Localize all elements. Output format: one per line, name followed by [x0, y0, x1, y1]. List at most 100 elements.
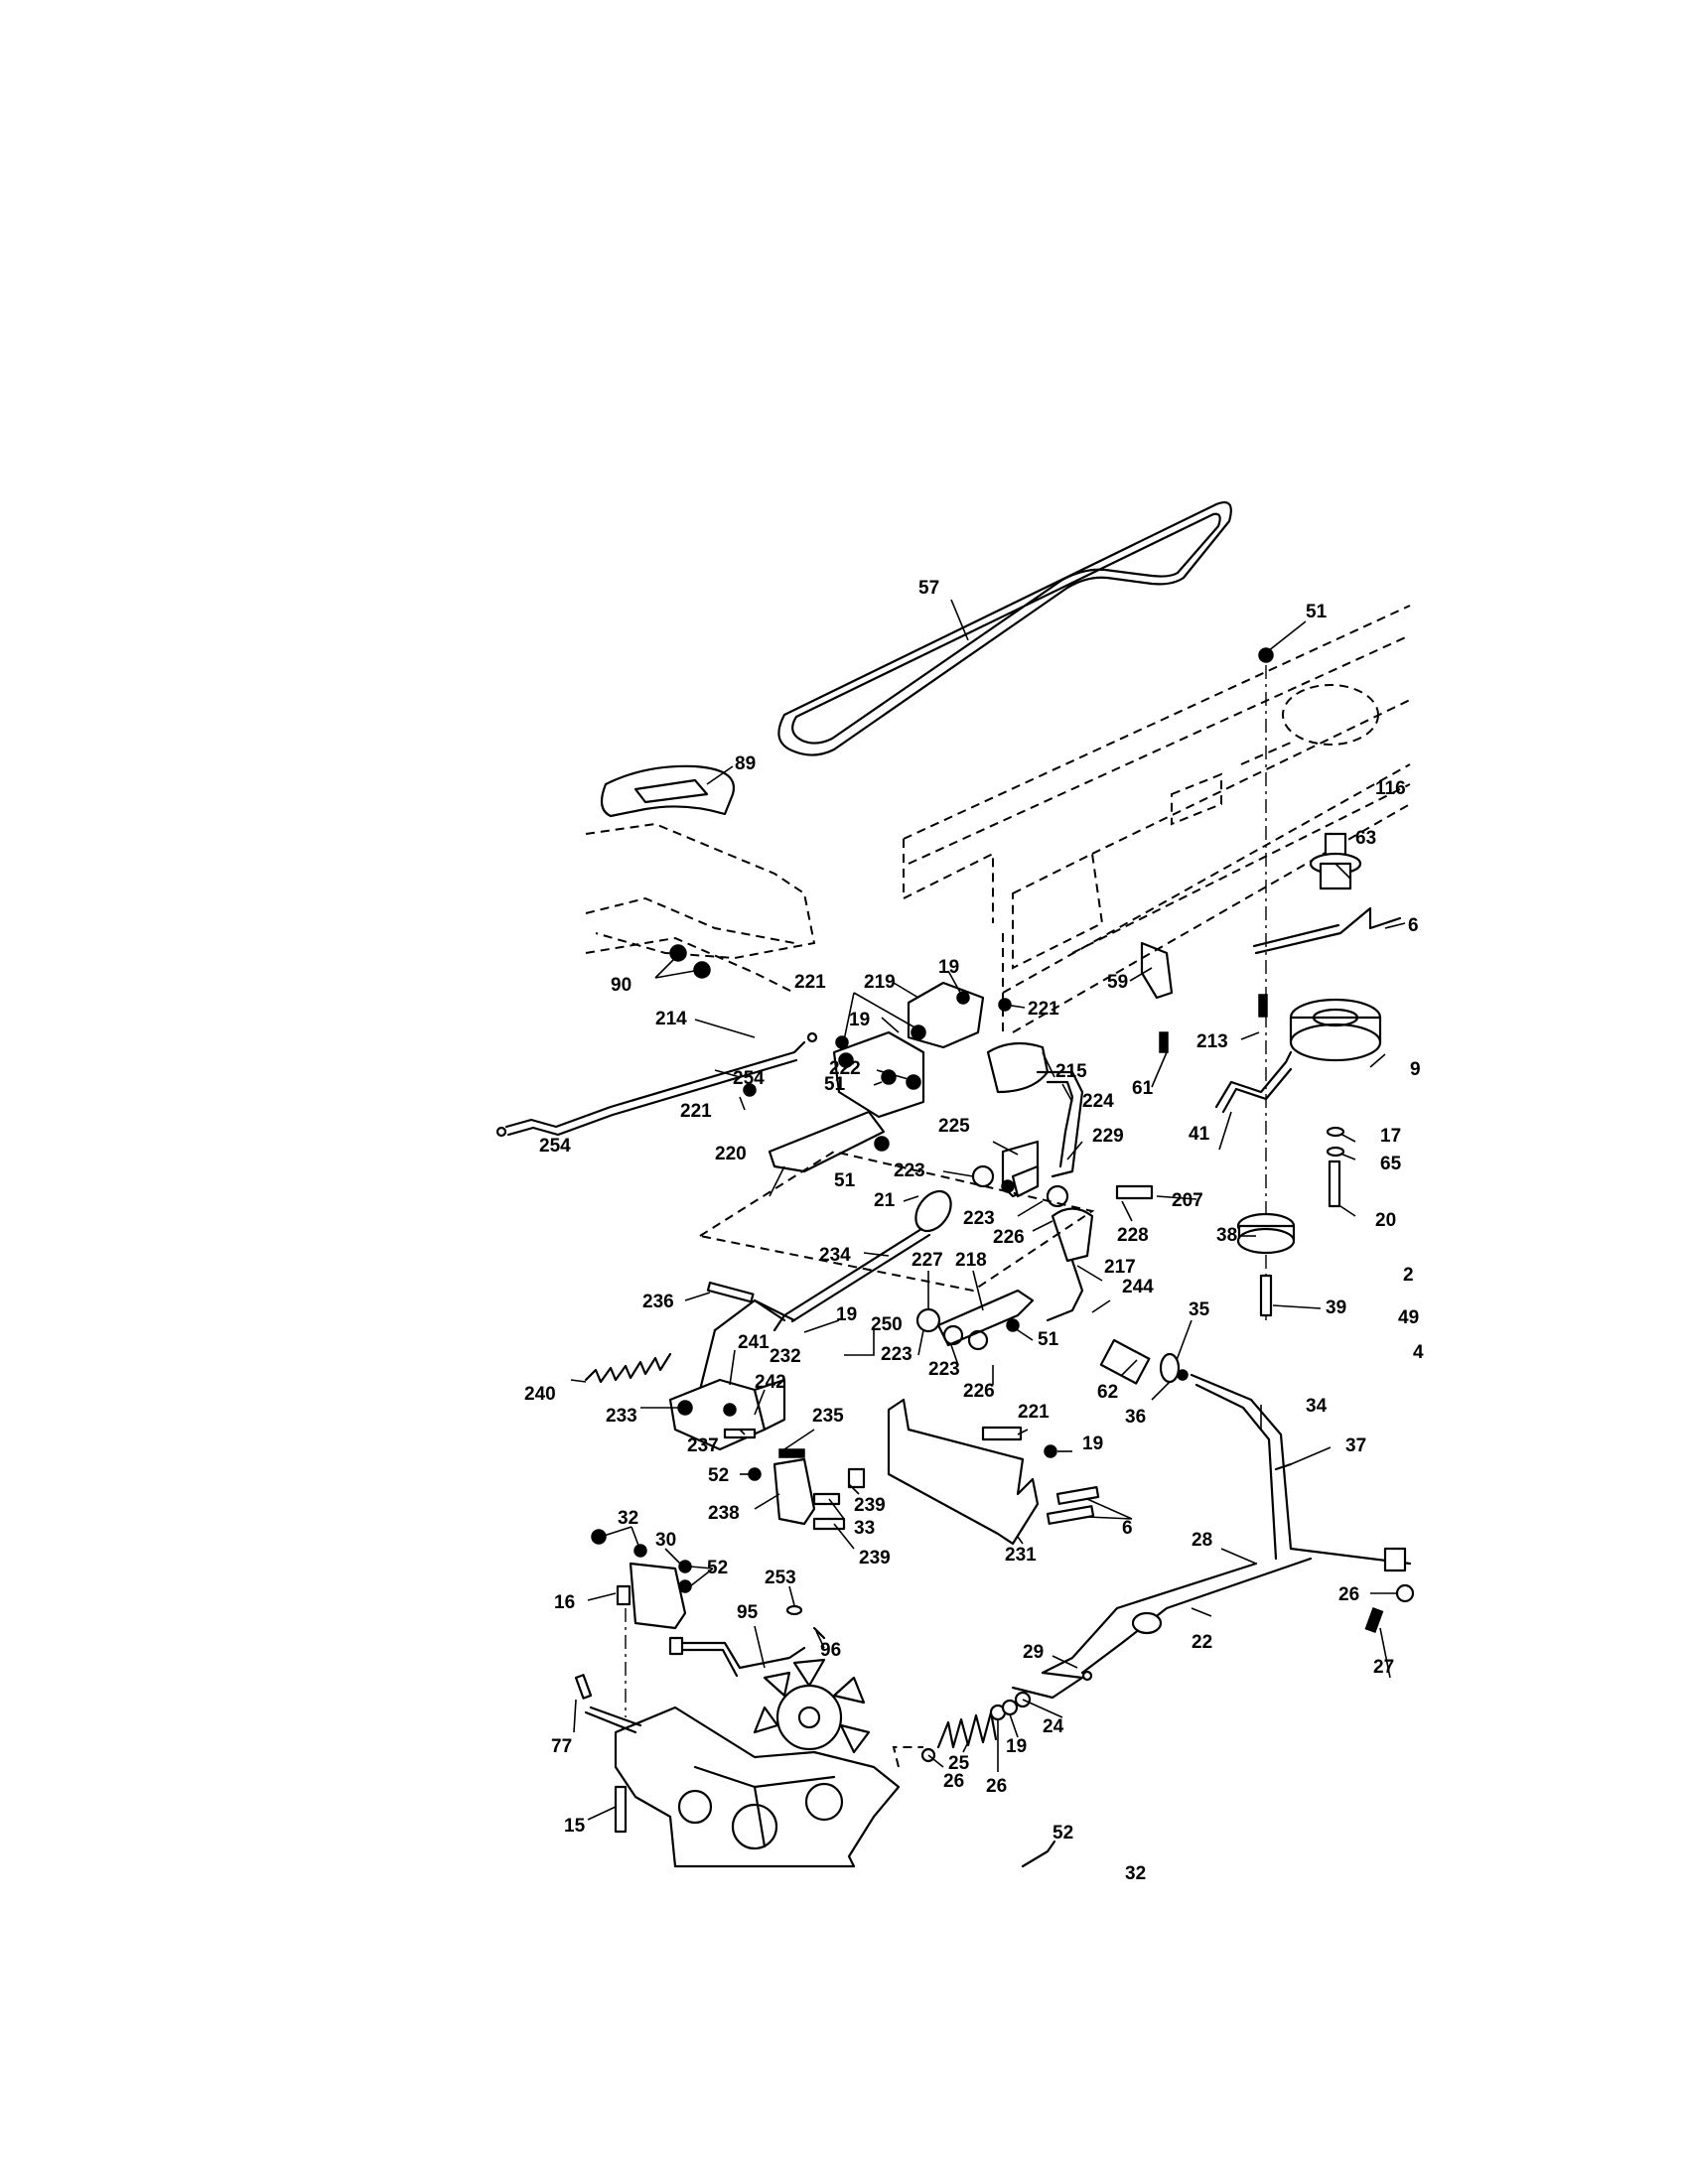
callout-19: 19 [1082, 1433, 1103, 1454]
callout-254: 254 [733, 1068, 765, 1089]
callout-229: 229 [1092, 1126, 1124, 1147]
callout-96: 96 [820, 1640, 841, 1661]
callout-35: 35 [1189, 1299, 1210, 1320]
callout-250: 250 [871, 1314, 903, 1335]
callout-223: 223 [928, 1359, 960, 1380]
callout-49: 49 [1398, 1307, 1419, 1328]
callout-22: 22 [1192, 1632, 1212, 1653]
drive-belt [777, 500, 1232, 756]
bracket-238 [748, 1448, 866, 1531]
callout-221: 221 [680, 1101, 712, 1122]
callout-59: 59 [1107, 972, 1128, 993]
callout-26: 26 [943, 1771, 964, 1792]
callout-29: 29 [1023, 1642, 1044, 1663]
callout-77: 77 [551, 1736, 572, 1757]
callout-39: 39 [1326, 1297, 1346, 1318]
callout-223: 223 [881, 1344, 912, 1365]
callout-21: 21 [874, 1190, 896, 1211]
callout-36: 36 [1125, 1407, 1146, 1428]
nuts-90 [669, 944, 711, 979]
callout-116: 116 [1375, 778, 1406, 799]
callout-labels: 57 51 89 116 63 6 90 19 221 219 221 19 5… [524, 578, 1424, 1884]
callout-28: 28 [1192, 1530, 1212, 1551]
tractor-frame [903, 605, 1411, 1033]
callout-219: 219 [864, 972, 896, 993]
callout-238: 238 [708, 1503, 740, 1524]
callout-30: 30 [655, 1530, 676, 1551]
callout-19: 19 [836, 1304, 857, 1325]
callout-19: 19 [938, 957, 959, 978]
clutch-pulley-assembly [1214, 647, 1402, 1320]
callout-65: 65 [1380, 1154, 1402, 1174]
callout-244: 244 [1122, 1277, 1154, 1297]
bracket-59 [1140, 941, 1174, 1053]
callout-214: 214 [655, 1009, 687, 1029]
spring-240 [584, 1352, 672, 1384]
callout-225: 225 [938, 1116, 970, 1137]
callout-95: 95 [737, 1602, 759, 1623]
callout-19: 19 [1006, 1736, 1027, 1757]
callout-27: 27 [1373, 1657, 1394, 1678]
callout-19: 19 [849, 1010, 870, 1030]
callout-220: 220 [715, 1144, 747, 1164]
callout-52: 52 [708, 1465, 729, 1486]
callout-253: 253 [765, 1568, 796, 1588]
callout-239: 239 [854, 1495, 886, 1516]
callout-221: 221 [1018, 1402, 1050, 1423]
callout-51: 51 [1038, 1329, 1059, 1350]
fender-outline [585, 822, 816, 994]
callout-15: 15 [564, 1816, 586, 1837]
callout-17: 17 [1380, 1126, 1401, 1147]
callout-26: 26 [1338, 1584, 1359, 1605]
callout-20: 20 [1375, 1210, 1396, 1231]
callout-236: 236 [642, 1292, 674, 1312]
callout-228: 228 [1117, 1225, 1149, 1246]
callout-240: 240 [524, 1384, 556, 1405]
callout-52: 52 [1052, 1823, 1073, 1843]
axle-34 [1190, 1373, 1412, 1572]
callout-221: 221 [1028, 999, 1059, 1020]
callout-4: 4 [1413, 1342, 1424, 1363]
callout-223: 223 [894, 1160, 925, 1181]
leader-lines [570, 599, 1406, 1821]
mounting-plate-231 [887, 1398, 1100, 1546]
callout-6: 6 [1122, 1518, 1133, 1539]
seat-pad [600, 764, 736, 818]
callout-62: 62 [1097, 1382, 1118, 1403]
callout-227: 227 [912, 1250, 943, 1271]
callout-51: 51 [834, 1170, 856, 1191]
callout-41: 41 [1189, 1124, 1210, 1145]
lever-arms [915, 1164, 1069, 1351]
callout-24: 24 [1043, 1716, 1064, 1737]
callout-232: 232 [770, 1346, 801, 1367]
callout-89: 89 [735, 753, 756, 774]
callout-233: 233 [606, 1406, 637, 1427]
callout-207: 207 [1172, 1190, 1203, 1211]
callout-61: 61 [1132, 1078, 1154, 1099]
callout-234: 234 [819, 1245, 851, 1266]
callout-2: 2 [1403, 1265, 1414, 1286]
callout-218: 218 [955, 1250, 987, 1271]
callout-57: 57 [918, 578, 939, 599]
bracket-30 [591, 1529, 692, 1717]
bottom-detail-52 [1021, 1840, 1056, 1868]
callout-16: 16 [554, 1592, 575, 1613]
callout-224: 224 [1082, 1091, 1114, 1112]
linkage-upper [495, 981, 1012, 1173]
callout-213: 213 [1196, 1031, 1228, 1052]
callout-9: 9 [1410, 1059, 1421, 1080]
callout-241: 241 [738, 1332, 770, 1353]
callout-222: 222 [829, 1058, 861, 1079]
callout-217: 217 [1104, 1257, 1136, 1278]
callout-237: 237 [687, 1435, 719, 1456]
bushings [1099, 1338, 1189, 1385]
callout-223: 223 [963, 1208, 995, 1229]
callout-239: 239 [859, 1548, 891, 1569]
rods-22-28 [1011, 1557, 1415, 1700]
callout-226: 226 [993, 1227, 1025, 1248]
callout-6: 6 [1408, 915, 1419, 936]
callout-51: 51 [824, 1074, 846, 1095]
reference-plane [697, 1150, 1095, 1293]
callout-34: 34 [1306, 1396, 1328, 1417]
